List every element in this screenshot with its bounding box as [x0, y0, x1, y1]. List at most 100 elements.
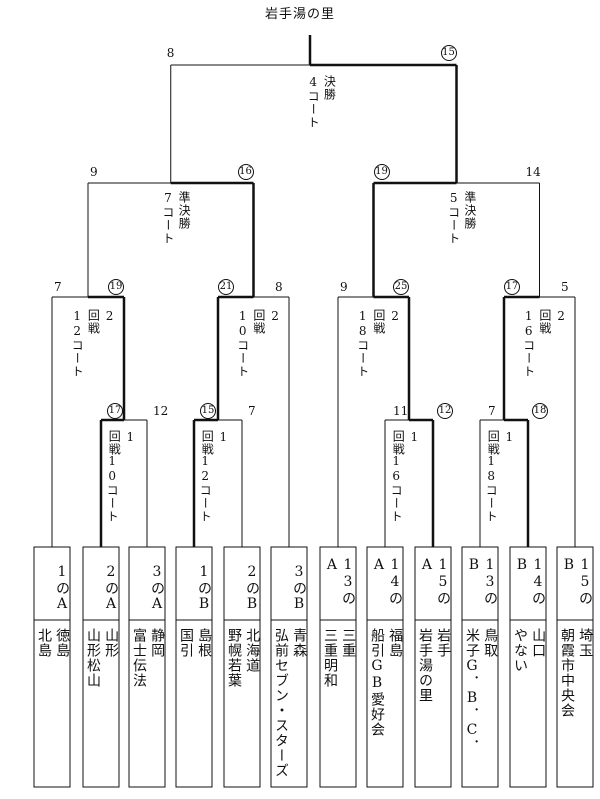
slot-label: 13のB	[465, 557, 498, 606]
team-box	[33, 619, 71, 788]
team-prefecture: 福島	[387, 628, 404, 658]
round-label-part: 7コート	[160, 191, 175, 245]
slot-label: 1のB	[196, 564, 212, 613]
round1-score-left: 17	[107, 403, 123, 419]
round1-court: 18コート	[484, 454, 499, 523]
round-label-part: 回戦	[200, 430, 215, 456]
round2-score-right: 8	[275, 280, 283, 294]
round-label-part: 10コート	[235, 309, 250, 378]
team-prefecture: 徳島	[54, 628, 71, 658]
team-prefecture: 三重	[340, 628, 357, 658]
team-box	[461, 619, 499, 788]
final-score-right: 15	[440, 45, 457, 61]
round-label-part: 16コート	[521, 309, 536, 378]
round1-score-right: 12	[153, 404, 169, 418]
round2-score-right: 19	[108, 279, 124, 295]
round1-court: 16コート	[389, 454, 404, 523]
tournament-winner-title: 岩手湯の里	[264, 7, 335, 22]
round-label-part: 準決勝	[177, 191, 192, 230]
team-name: 米子G．B．C．	[464, 628, 480, 754]
team-name: 野幌若葉	[226, 628, 242, 688]
semi-score-right: 14	[525, 165, 541, 179]
round-label-part: 2	[554, 309, 569, 324]
team-entry: 山口やない	[510, 620, 546, 787]
round1-court: 12コート	[198, 454, 213, 523]
semi-score-right: 16	[237, 164, 254, 180]
round1-score-right: 7	[248, 404, 256, 418]
team-entry: 三重三重明和	[320, 620, 356, 787]
team-name: 船引GB愛好会	[369, 628, 385, 737]
team-entry: 静岡富士伝法	[129, 620, 165, 787]
team-box	[270, 619, 308, 788]
round-label-part: 18コート	[484, 454, 499, 523]
round-label-part: 2	[102, 309, 117, 324]
round2-score-right: 5	[561, 280, 569, 294]
round-label-part: 回戦	[251, 309, 266, 335]
team-name: 山形松山	[85, 628, 101, 688]
round-label-part: 2	[268, 309, 283, 324]
team-name: 三重明和	[322, 628, 338, 688]
round2-score-left: 9	[340, 280, 348, 294]
slot-label: 3のA	[149, 564, 165, 613]
semi-score-left: 9	[90, 165, 98, 179]
team-name: 北島	[36, 628, 52, 658]
team-prefecture: 静岡	[149, 628, 166, 658]
round-label-part: 12コート	[70, 309, 85, 378]
team-name: 国引	[178, 628, 194, 658]
team-name: 弘前セブン・スターズ	[273, 628, 289, 778]
team-box	[319, 619, 357, 788]
team-entry: 鳥取米子G．B．C．	[462, 620, 498, 787]
round-label-part: 回戦	[391, 430, 406, 456]
team-entry: 岩手岩手湯の里	[415, 620, 451, 787]
team-box	[509, 619, 547, 788]
team-box	[128, 619, 166, 788]
team-prefecture: 鳥取	[482, 628, 499, 658]
round2-score-left: 21	[218, 279, 234, 295]
team-entry: 山形山形松山	[83, 620, 119, 787]
team-prefecture: 山形	[103, 628, 120, 658]
team-name: やない	[512, 628, 528, 673]
team-prefecture: 岩手	[435, 628, 452, 658]
final-score-left: 8	[166, 46, 175, 60]
round1-score-left: 15	[200, 403, 216, 419]
team-entry: 福島船引GB愛好会	[367, 620, 403, 787]
slot-label: 15のB	[560, 557, 593, 606]
semi-score-left: 19	[373, 164, 390, 180]
team-prefecture: 青森	[291, 628, 308, 658]
team-box	[556, 619, 594, 788]
round2-score-left: 7	[54, 280, 62, 294]
round-label-part: 回戦	[371, 309, 386, 335]
team-entry: 青森弘前セブン・スターズ	[271, 620, 307, 787]
slot-label: 2のA	[103, 564, 119, 613]
team-entry: 徳島北島	[34, 620, 70, 787]
team-box	[414, 619, 452, 788]
round1-court: 10コート	[105, 454, 119, 523]
round-label-part: 回戦	[86, 309, 101, 335]
slot-label: 3のB	[291, 564, 307, 613]
round-label-part: 4コート	[306, 75, 321, 129]
round-label-part: 回戦	[486, 430, 501, 456]
team-box	[366, 619, 404, 788]
team-entry: 島根国引	[176, 620, 212, 787]
round-label-part: 1	[502, 430, 517, 445]
round-label-part: 16コート	[389, 454, 404, 523]
slot-label: 1のA	[54, 564, 70, 613]
round1-score-left: 11	[393, 404, 409, 418]
slot-label: 14のB	[513, 557, 546, 606]
slot-label: 14のA	[370, 557, 403, 606]
round1-score-right: 18	[532, 403, 548, 419]
round-label-part: 18コート	[355, 309, 370, 378]
round-label-part: 回戦	[537, 309, 552, 335]
round-label-part: 1	[407, 430, 422, 445]
round-label-part: 12コート	[198, 454, 213, 523]
round1-score-right: 12	[437, 403, 453, 419]
